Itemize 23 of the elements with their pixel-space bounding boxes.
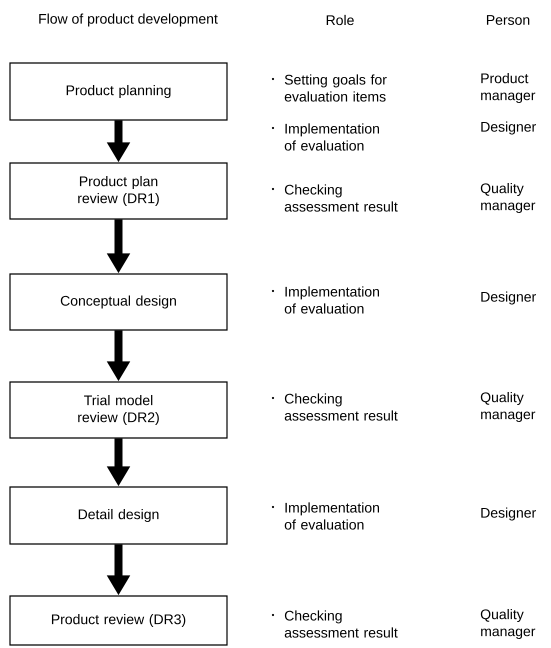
role-text: Implementation of evaluation [284, 502, 379, 530]
person-text: Quality manager [480, 182, 536, 214]
role-text: Implementation of evaluation [284, 123, 379, 151]
column-heading: Flow of product development [39, 13, 218, 27]
person-text: Designer [481, 291, 536, 305]
role-text: Checking assessment result [284, 393, 398, 421]
person-text: Product manager [481, 72, 536, 104]
column-heading: Person [486, 15, 530, 25]
person-text: Quality manager [480, 608, 536, 640]
role-text: Implementation of evaluation [284, 286, 379, 314]
person-text: Designer [481, 507, 536, 521]
column-heading: Role [326, 14, 354, 26]
process-box: Product plan review (DR1) [9, 162, 228, 220]
process-box: Trial model review (DR2) [9, 381, 228, 439]
role-text: Checking assessment result [284, 610, 398, 638]
person-text: Quality manager [480, 392, 536, 422]
process-box: Product planning [9, 62, 228, 121]
role-text: Setting goals for evaluation items [284, 74, 387, 102]
process-box: Detail design [9, 486, 228, 545]
process-box: Product review (DR3) [9, 595, 228, 646]
person-text: Designer [481, 121, 536, 135]
role-text: Checking assessment result [284, 184, 398, 212]
process-box: Conceptual design [9, 273, 228, 331]
